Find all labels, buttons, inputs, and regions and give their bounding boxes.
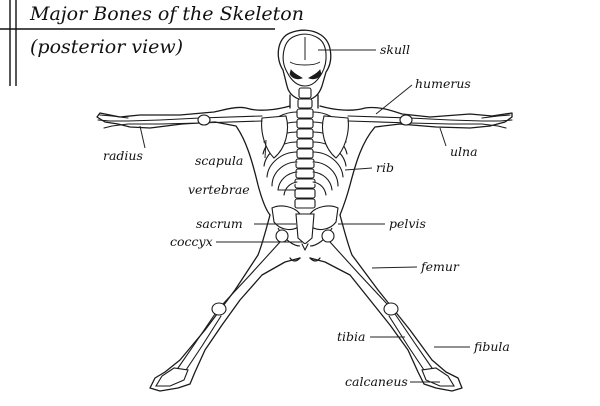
leader-radius — [139, 125, 146, 149]
title-block: Major Bones of the Skeleton (posterior v… — [0, 0, 304, 86]
label-pelvis: pelvis — [389, 216, 426, 231]
pelvis-bone — [271, 205, 339, 251]
skull-bone — [282, 33, 327, 87]
leader-rib — [344, 167, 373, 171]
leader-lines — [139, 49, 470, 383]
label-calcaneus: calcaneus — [345, 374, 408, 389]
label-tibia: tibia — [337, 329, 365, 344]
vertebral-column — [294, 87, 316, 209]
label-scapula: scapula — [195, 153, 243, 168]
leader-humerus — [375, 84, 413, 115]
diagram-subtitle: (posterior view) — [30, 36, 183, 58]
label-femur: femur — [420, 259, 460, 274]
leg-bones — [155, 229, 455, 387]
label-ulna: ulna — [450, 144, 478, 159]
label-rib: rib — [376, 160, 394, 175]
diagram-title: Major Bones of the Skeleton — [29, 3, 304, 25]
label-sacrum: sacrum — [196, 216, 243, 231]
label-radius: radius — [103, 148, 143, 163]
arm-bones — [97, 114, 513, 129]
label-vertebrae: vertebrae — [188, 182, 250, 197]
scapula-bones — [261, 115, 349, 159]
label-skull: skull — [380, 42, 410, 57]
bone-labels: skull humerus radius scapula ulna rib ve… — [103, 42, 510, 389]
leader-ulna — [439, 127, 447, 147]
body-outline — [96, 29, 513, 392]
leader-scapula — [264, 139, 267, 159]
label-humerus: humerus — [415, 76, 471, 91]
label-fibula: fibula — [473, 339, 510, 354]
leader-femur — [371, 266, 418, 269]
label-coccyx: coccyx — [170, 234, 213, 249]
